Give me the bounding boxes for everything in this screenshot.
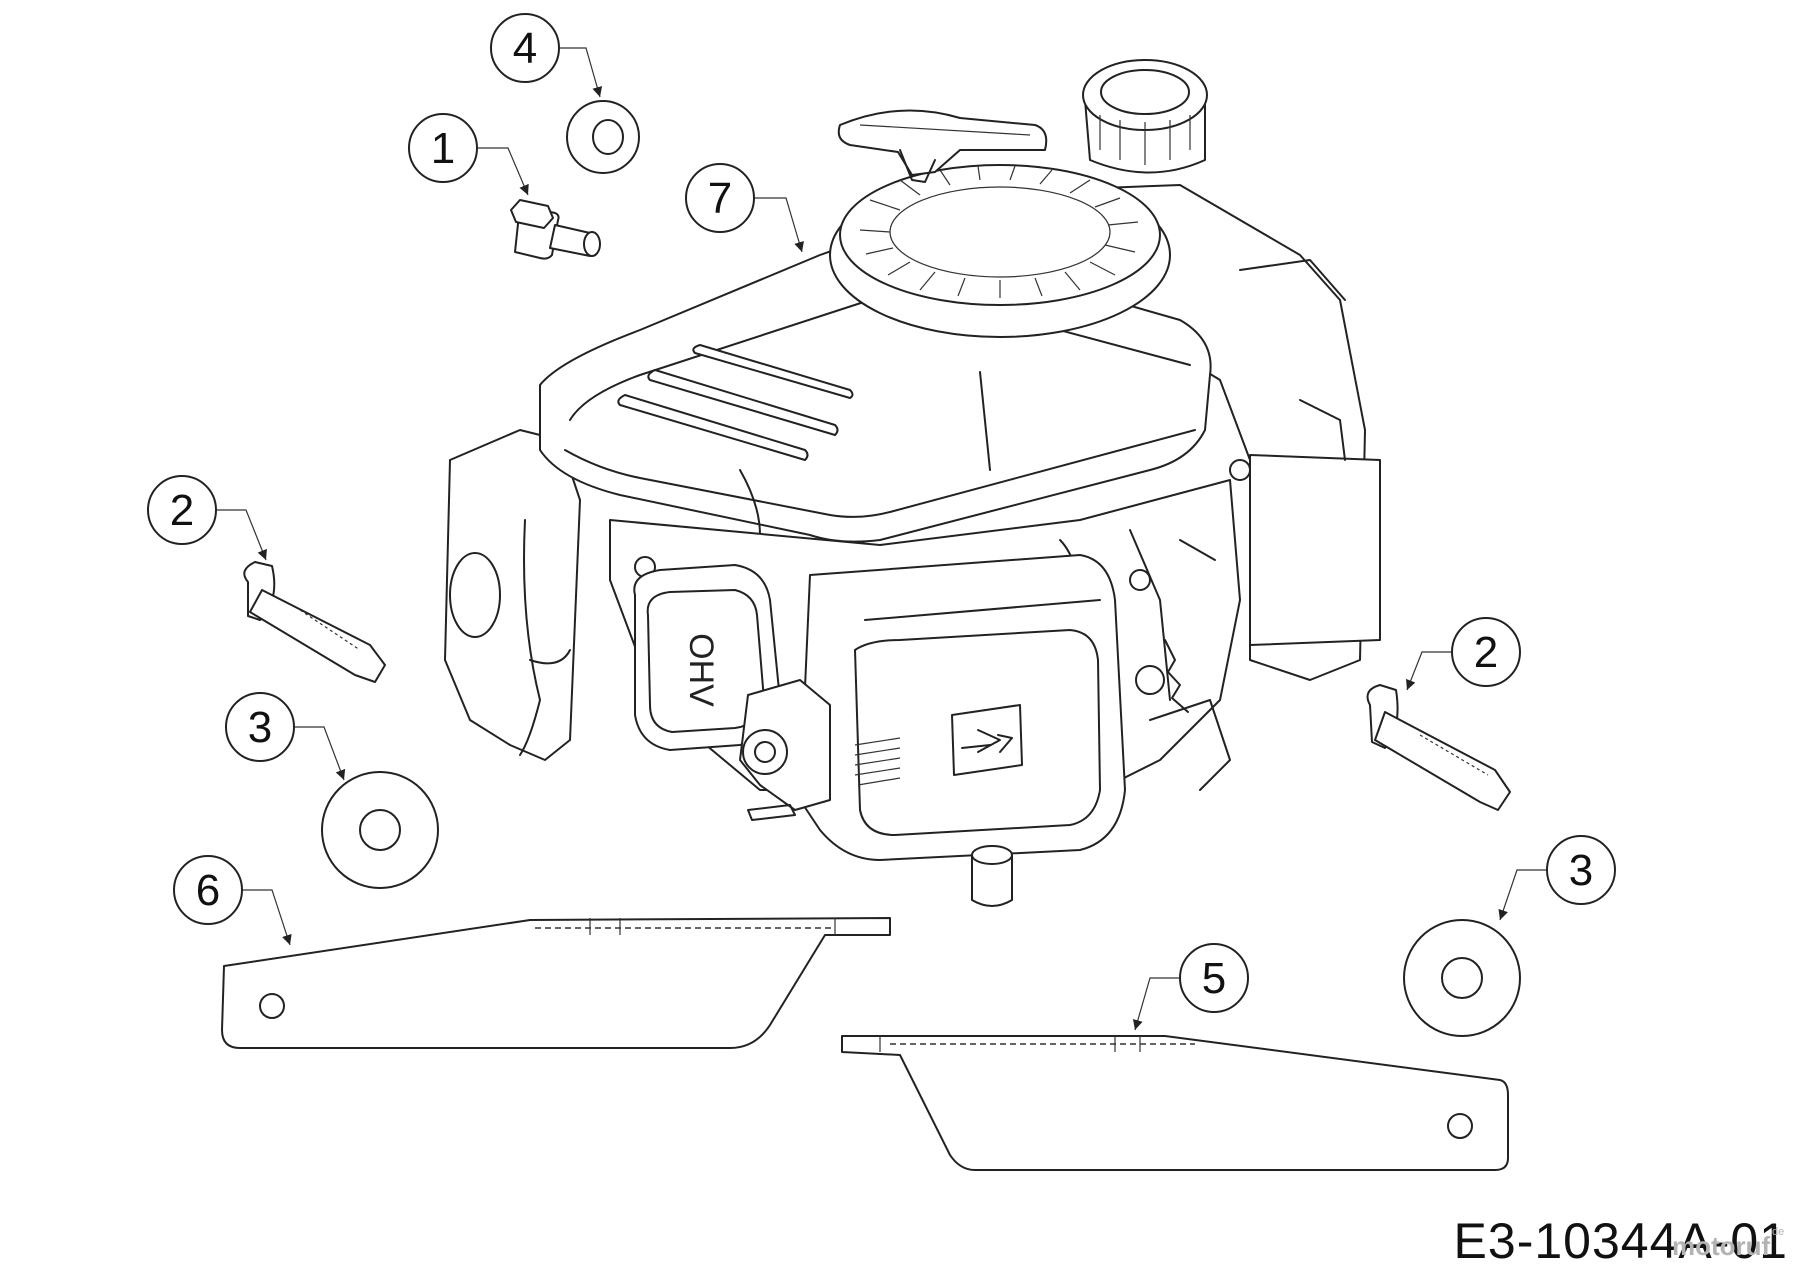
- cover-vent: [617, 394, 809, 461]
- svg-text:2: 2: [170, 486, 194, 535]
- side-plate: [1249, 454, 1381, 646]
- air-filter-box: [799, 554, 1126, 861]
- bolt: [1229, 459, 1251, 481]
- callout-5: 5: [1179, 943, 1249, 1013]
- callout-4: 4: [490, 13, 560, 83]
- crankshaft: [971, 845, 1013, 907]
- callout-6: 6: [173, 855, 243, 925]
- fuel-cap: [1082, 59, 1208, 174]
- bolt: [1129, 569, 1151, 591]
- watermark-suffix: de: [1772, 1226, 1784, 1238]
- svg-text:3: 3: [1569, 846, 1593, 895]
- svg-text:7: 7: [708, 174, 732, 223]
- callout-2-right: 2: [1451, 617, 1521, 687]
- exhaust-guard: [739, 679, 831, 821]
- svg-text:5: 5: [1202, 954, 1226, 1003]
- cover-vent: [692, 344, 854, 399]
- callout-2-left: 2: [147, 475, 217, 545]
- watermark: motoruf: [1672, 1231, 1771, 1261]
- part-5-bracket: [841, 1035, 1509, 1171]
- svg-text:3: 3: [248, 703, 272, 752]
- svg-text:6: 6: [196, 866, 220, 915]
- starter-handle: [837, 109, 1048, 183]
- callout-3-right: 3: [1546, 835, 1616, 905]
- callout-1: 1: [408, 113, 478, 183]
- cover-vent: [647, 369, 839, 436]
- part-3-washer-left: [321, 771, 439, 889]
- drawing-number: E3-10344A-01: [1454, 1213, 1788, 1269]
- part-6-bracket: [221, 917, 891, 1049]
- bolt: [1135, 665, 1165, 695]
- callout-leaders: [216, 47, 1547, 1031]
- housing-opening: [449, 552, 501, 638]
- callout-7: 7: [685, 163, 755, 233]
- part-2-bolt-left: [243, 561, 386, 683]
- part-1-flange-bolt: [510, 199, 601, 260]
- governor-spring: [1164, 639, 1189, 713]
- part-2-bolt-right: [1366, 684, 1511, 811]
- part-4-washer: [566, 100, 640, 174]
- choke-label: [951, 704, 1023, 776]
- part-3-washer-right: [1403, 919, 1521, 1037]
- recoil-starter: [829, 164, 1171, 338]
- ohv-label: OHV: [682, 633, 720, 707]
- svg-text:4: 4: [513, 24, 537, 73]
- engine: OHV: [444, 59, 1381, 907]
- callout-3-left: 3: [225, 692, 295, 762]
- svg-text:2: 2: [1474, 628, 1498, 677]
- svg-text:1: 1: [431, 124, 455, 173]
